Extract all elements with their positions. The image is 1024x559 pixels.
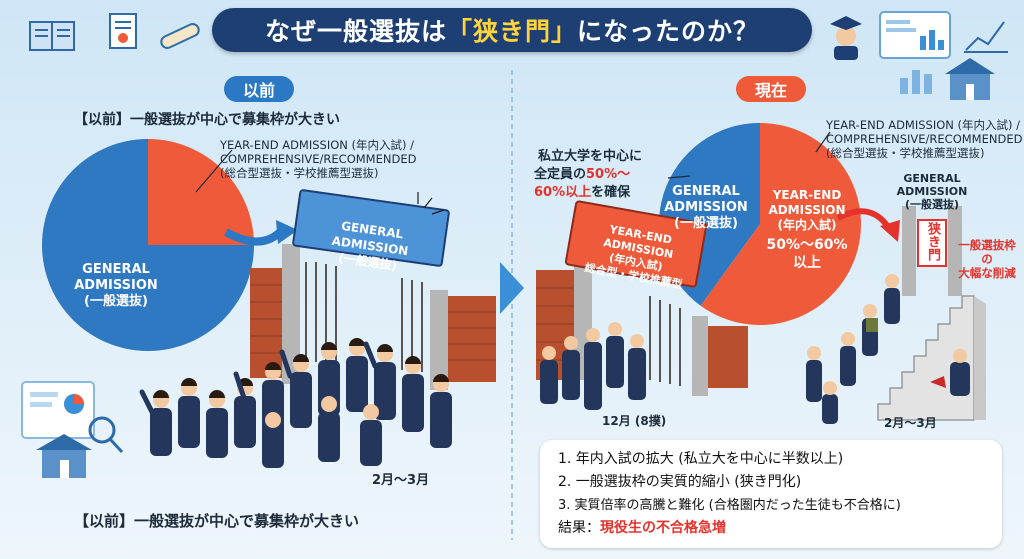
narrow-gate-sign: GENERAL ADMISSION (一般選抜) — [896, 172, 968, 211]
title-suffix: になったのか？ — [577, 17, 760, 46]
right-callout-suffix: を確保 — [591, 185, 631, 200]
reduction-line2: 大幅な削減 — [958, 266, 1016, 280]
right-callout-line2-prefix: 全定員の — [534, 167, 587, 182]
right-yearend-callout: YEAR-END ADMISSION (年内入試) / COMPREHENSIV… — [826, 118, 1022, 160]
right-pie-yearend-label: YEAR-END ADMISSION (年内入試) 50%～60% 以上 — [762, 188, 852, 272]
diploma-icon — [160, 23, 200, 49]
right-pie-yearend-line3: (年内入試) — [777, 218, 837, 232]
conclusion-text: 現役生の不合格急増 — [600, 520, 726, 536]
right-callout-highlight1: 50%～ — [586, 167, 631, 182]
left-student-crowd — [139, 192, 452, 468]
climbing-students — [806, 274, 970, 424]
bar-chart-icon — [900, 70, 932, 94]
book-icon — [29, 21, 75, 51]
left-gate — [250, 189, 496, 390]
school-icon-left — [36, 434, 92, 478]
right-pie-yearend-line1: YEAR-END — [772, 188, 842, 202]
stairs-date: 2月～3月 — [884, 416, 937, 430]
certificate-icon — [109, 13, 137, 49]
right-pie-general-line2: ADMISSION — [664, 200, 748, 215]
right-callout-highlight2: 60%以上 — [534, 185, 592, 200]
right-callout-a: YEAR-END ADMISSION (年内入試) / — [826, 118, 1021, 132]
left-callout-line3: (総合型選抜・学校推薦型選抜) — [220, 166, 379, 180]
narrow-sign-line2: ADMISSION — [896, 185, 968, 198]
right-pie-general-line3: (一般選抜) — [674, 216, 738, 231]
conclusion-prefix: 結果： — [558, 520, 600, 536]
left-yearend-callout: YEAR-END ADMISSION (年内入試) / COMPREHENSIV… — [220, 138, 416, 180]
page-title: なぜ一般選抜は 「狭き門」 になったのか？ — [212, 8, 812, 52]
left-heading: 【以前】一般選抜が中心で募集枠が大きい — [74, 112, 340, 128]
graduate-icon — [830, 16, 862, 60]
result-item-2: 2. 一般選抜枠の実質的縮小 (狭き門化) — [558, 474, 802, 490]
pie-left-yearend-slice — [148, 139, 254, 245]
pie-left-callout-line — [195, 149, 233, 193]
title-prefix: なぜ一般選抜は — [264, 17, 447, 46]
narrow-sign-line3: (一般選抜) — [904, 198, 960, 211]
report-icon — [21, 381, 95, 439]
right-callout-c: (総合型選抜・学校推薦型選抜) — [826, 146, 985, 160]
left-pie-label-line3: (一般選抜) — [84, 294, 148, 309]
narrow-gate-banner: 狭き門 — [925, 222, 940, 261]
now-badge: 現在 — [736, 76, 806, 102]
right-student-crowd — [540, 322, 646, 410]
result-item-1: 1. 年内入試の拡大 (私立大を中心に半数以上) — [558, 451, 844, 467]
transition-arrow — [500, 262, 524, 314]
results-box: 1. 年内入試の拡大 (私立大を中心に半数以上) 2. 一般選抜枠の実質的縮小 … — [540, 440, 1002, 548]
left-callout-line2: COMPREHENSIVE/RECOMMENDED — [220, 152, 417, 166]
callout-line-percent — [667, 175, 691, 179]
left-date: 2月～3月 — [372, 473, 430, 488]
reduction-line1: 一般選抜枠の — [958, 238, 1016, 266]
left-footer: 【以前】一般選抜が中心で募集枠が大きい — [74, 512, 360, 530]
left-callout-line1: YEAR-END ADMISSION (年内入試) / — [220, 138, 415, 152]
right-pie-yearend-pct2: 以上 — [793, 255, 821, 271]
magnifier-icon — [88, 416, 124, 454]
right-gate-date: 12月 (8撲) — [602, 414, 667, 428]
right-callout-b: COMPREHENSIVE/RECOMMENDED — [826, 132, 1023, 146]
pie-right-yearend-slice — [700, 123, 861, 325]
left-pie-general-label: GENERAL ADMISSION (一般選抜) — [68, 262, 164, 310]
right-pie-yearend-line2: ADMISSION — [768, 203, 846, 217]
before-badge: 以前 — [224, 76, 294, 102]
left-pie-label-line1: GENERAL — [82, 262, 150, 277]
reduction-note: 一般選抜枠の 大幅な削減 — [954, 238, 1020, 280]
left-pie-label-line2: ADMISSION — [74, 278, 158, 293]
right-pie-yearend-pct: 50%～60% — [766, 237, 848, 253]
right-callout-line1: 私立大学を中心に — [538, 149, 643, 164]
right-pie-general-label: GENERAL ADMISSION (一般選抜) — [664, 184, 748, 232]
result-item-3: 3. 実質倍率の高騰と難化 (合格圏内だった生徒も不合格に) — [558, 498, 901, 513]
title-highlight: 「狭き門」 — [446, 17, 577, 46]
school-icon-right — [945, 58, 995, 100]
right-pie-general-line1: GENERAL — [672, 184, 740, 199]
result-conclusion: 結果：現役生の不合格急増 — [558, 517, 726, 540]
narrow-sign-line1: GENERAL — [903, 172, 961, 185]
right-percent-callout: 私立大学を中心に 全定員の50%～ 60%以上を確保 — [534, 148, 642, 202]
dashboard-icon — [879, 11, 951, 59]
growth-chart-icon — [964, 21, 1008, 53]
pie-right-callout-line — [815, 131, 831, 153]
